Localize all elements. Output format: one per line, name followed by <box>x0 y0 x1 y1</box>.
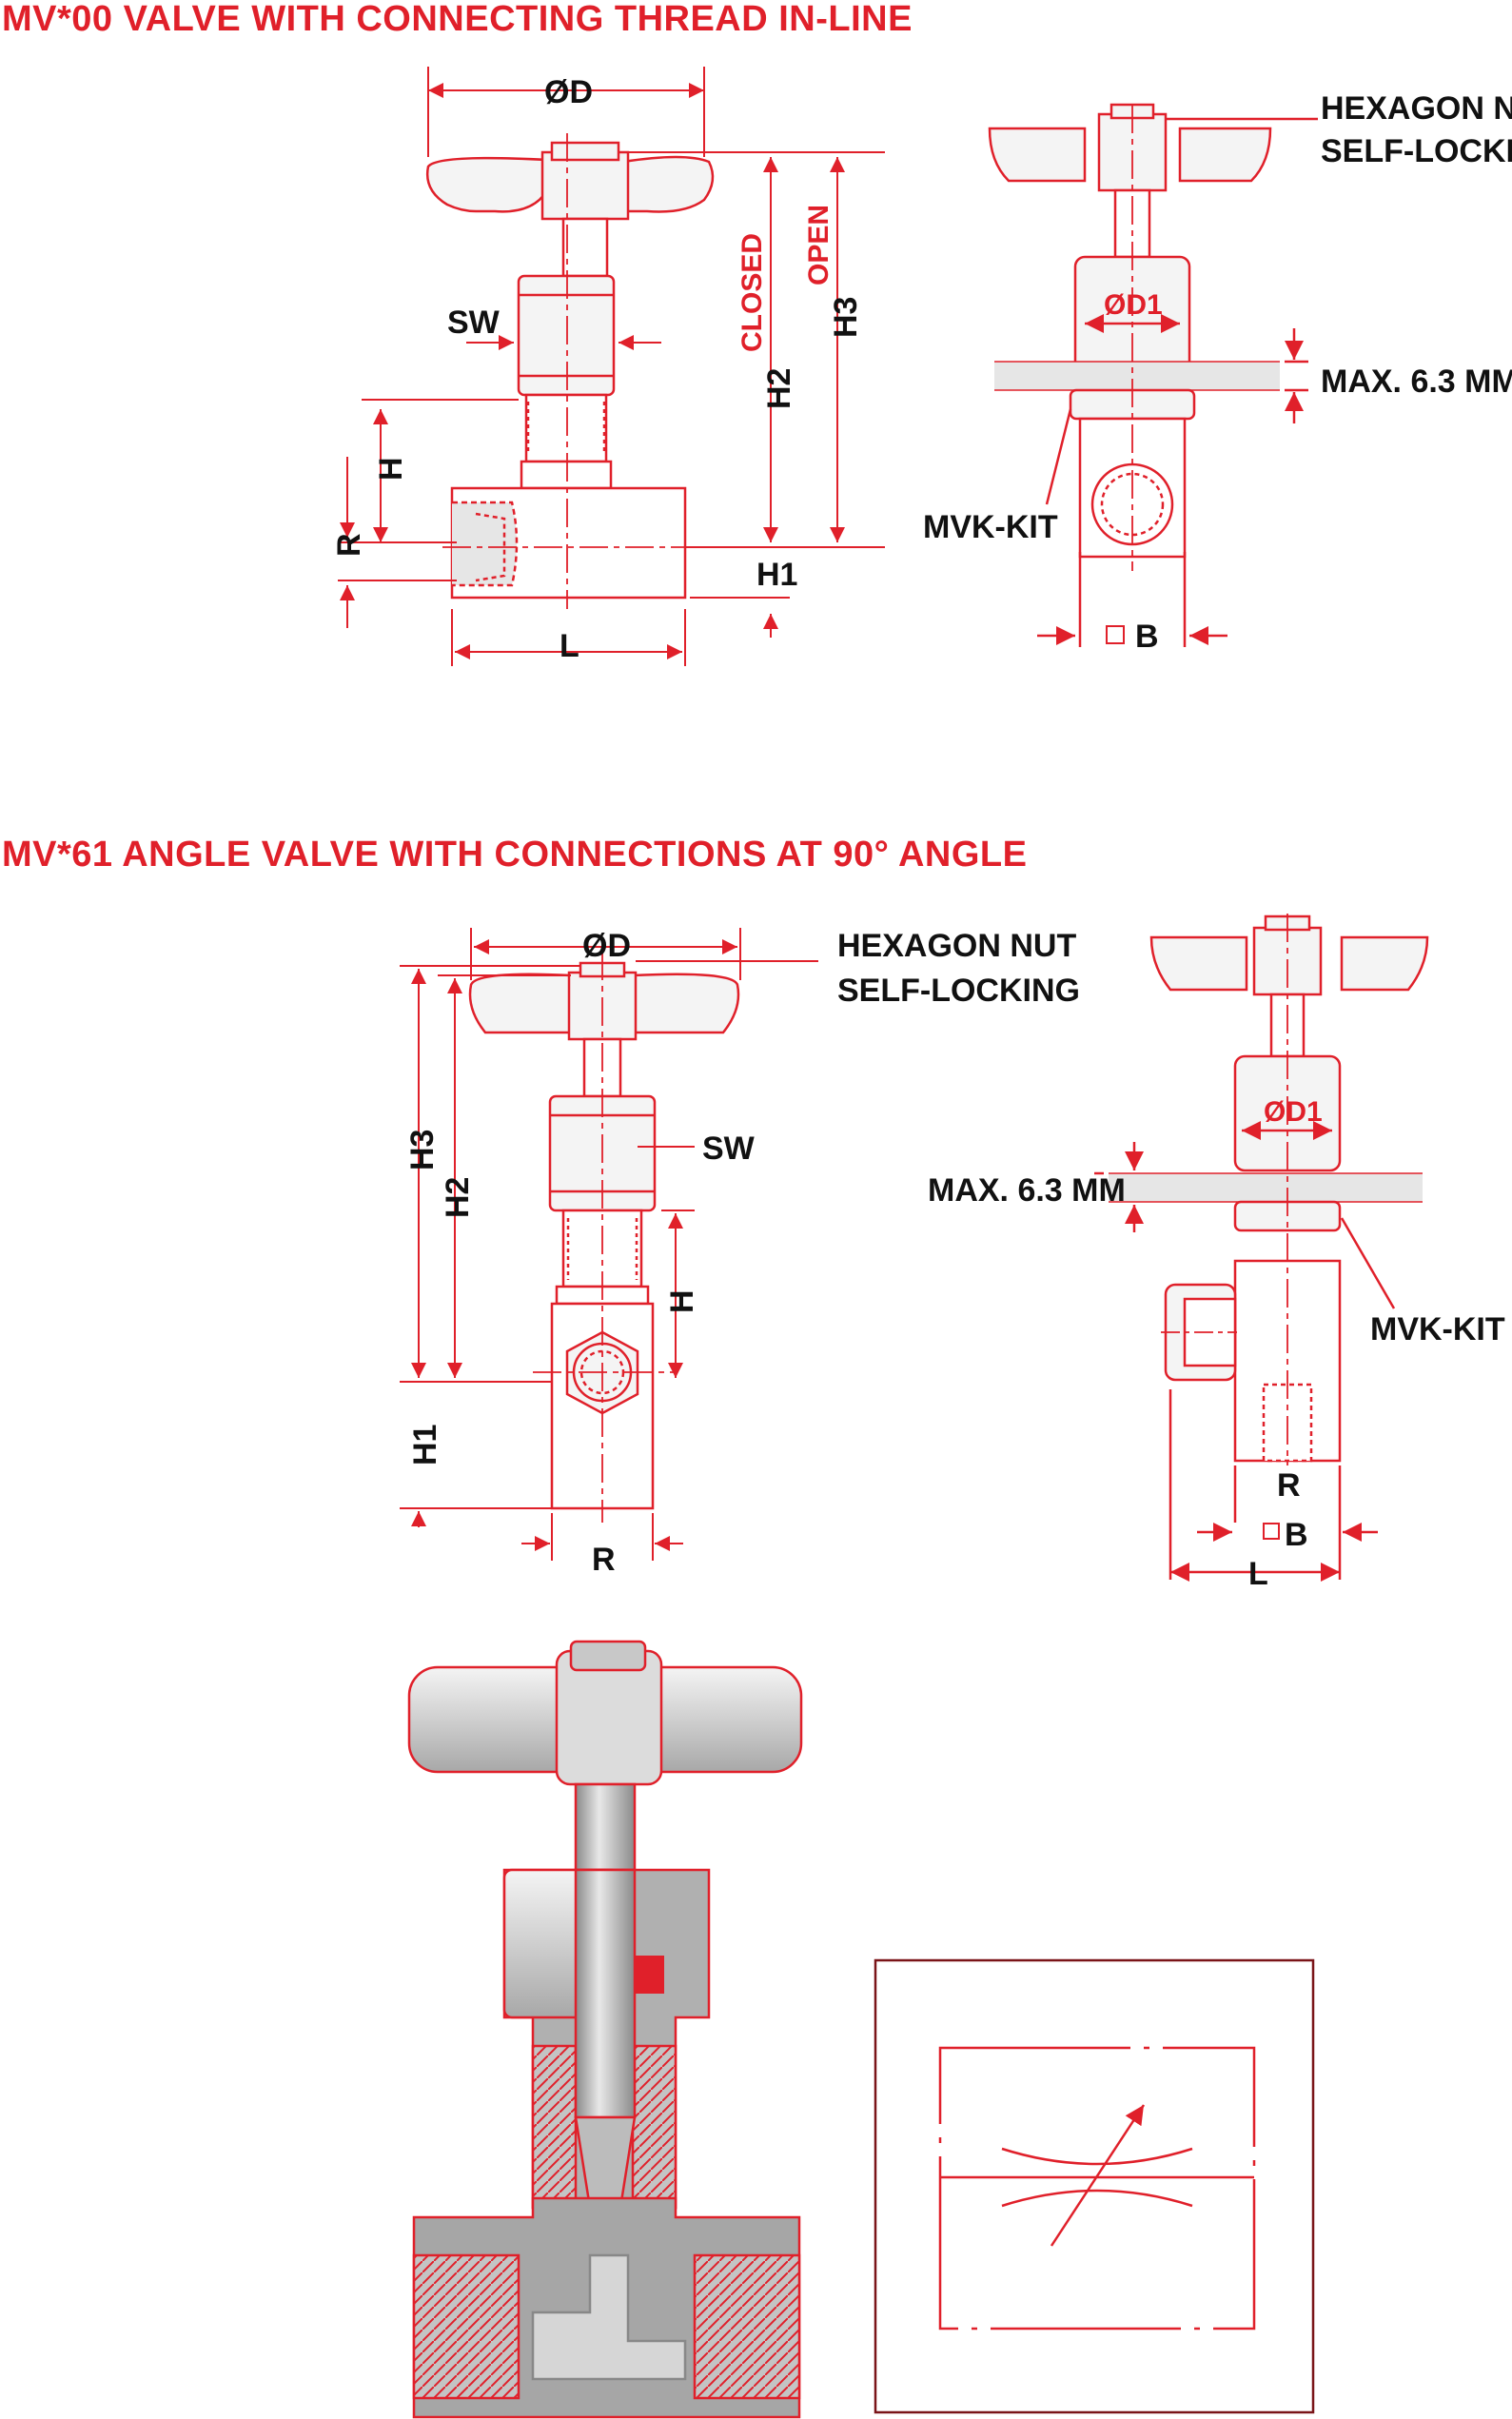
mv00-mvk-label: MVK-KIT <box>923 509 1058 545</box>
mv61-h2-label: H2 <box>440 1177 476 1218</box>
mv00-l-label: L <box>560 628 579 664</box>
mv00-r-label: R <box>331 533 367 557</box>
mv00-od-label: ØD <box>544 74 593 110</box>
mv00-hexnut-line1: HEXAGON NUT <box>1321 90 1512 127</box>
section1-title: MV*00 VALVE WITH CONNECTING THREAD IN-LI… <box>2 0 913 39</box>
mv61-side-l-label: L <box>1248 1556 1268 1592</box>
mv00-b-label: B <box>1135 619 1159 655</box>
mv00-od1-label: ØD1 <box>1104 289 1163 321</box>
mv00-max-label: MAX. 6.3 MM <box>1321 364 1512 400</box>
section2-title: MV*61 ANGLE VALVE WITH CONNECTIONS AT 90… <box>2 835 1027 875</box>
mv61-r-label: R <box>592 1542 616 1578</box>
mv61-dimensions <box>400 928 818 1561</box>
mv00-h1-label: H1 <box>756 557 797 593</box>
mv00-front-view <box>425 133 715 609</box>
mv61-side-view <box>1094 914 1429 1582</box>
mv61-od-label: ØD <box>582 928 631 964</box>
mv61-front-view <box>468 952 740 1523</box>
mv00-sw-label: SW <box>447 305 501 341</box>
mv00-h3-label: H3 <box>828 297 864 338</box>
mv61-sw-label: SW <box>702 1131 756 1167</box>
mv00-closed-label: CLOSED <box>736 233 768 352</box>
needle-valve-symbol <box>874 1958 1315 2414</box>
mv61-h-label: H <box>664 1289 700 1313</box>
mv61-side-b-label: B <box>1285 1517 1308 1553</box>
mv00-hexnut-line2: SELF-LOCKING <box>1321 133 1512 169</box>
mv61-side-r-label: R <box>1277 1467 1301 1504</box>
mv61-hexnut-line1: HEXAGON NUT <box>837 928 1076 964</box>
mv00-h2-label: H2 <box>761 368 797 409</box>
mv61-mvk-label: MVK-KIT <box>1370 1311 1505 1347</box>
mv61-h1-label: H1 <box>407 1425 443 1465</box>
mv00-h-label: H <box>373 457 409 481</box>
mv61-hexnut-line2: SELF-LOCKING <box>837 973 1080 1009</box>
mv00-side-view <box>988 103 1318 647</box>
mv61-max-label: MAX. 6.3 MM <box>928 1172 1126 1209</box>
mv00-open-label: OPEN <box>803 205 835 285</box>
mv00-dimensions <box>338 67 885 666</box>
mv61-h3-label: H3 <box>404 1130 441 1170</box>
mv61-od1-label: ØD1 <box>1264 1096 1323 1128</box>
valve-cutaway-illustration <box>407 1640 803 2419</box>
